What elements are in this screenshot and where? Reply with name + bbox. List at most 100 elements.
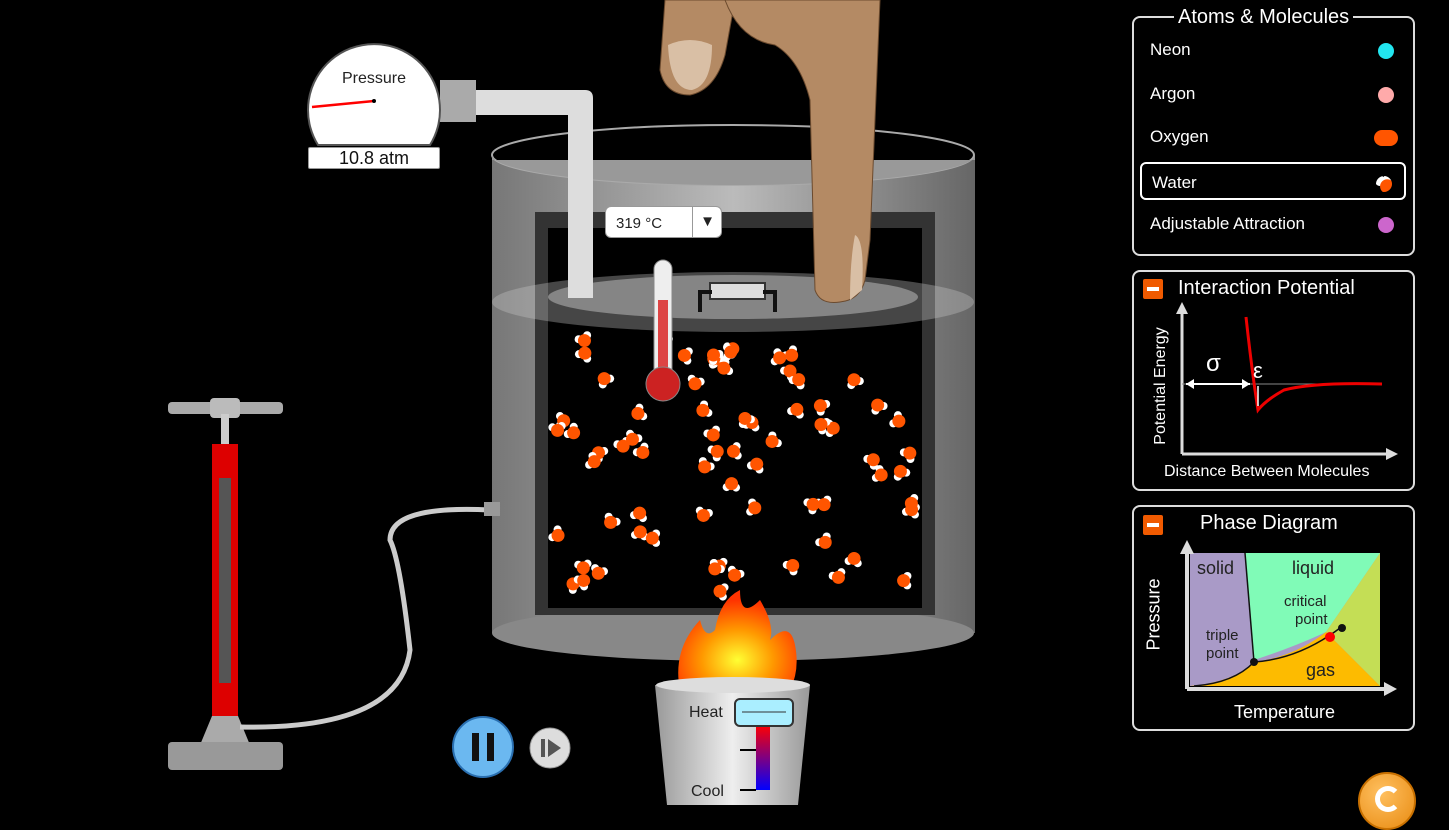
water-molecule <box>563 422 581 440</box>
water-molecule <box>782 558 800 576</box>
heat-cool-slider-thumb[interactable] <box>734 698 794 727</box>
water-molecule <box>625 429 643 446</box>
water-molecule <box>727 565 745 582</box>
water-molecule <box>629 506 647 523</box>
atom-label: Oxygen <box>1150 127 1209 146</box>
lid-handle-icon[interactable] <box>698 282 777 312</box>
phase-diagram <box>1180 540 1397 696</box>
pressure-gauge <box>307 43 441 146</box>
water-molecule <box>788 373 806 390</box>
container-lid[interactable] <box>492 272 974 332</box>
critical-point-label: point <box>1295 611 1328 628</box>
atom-option-oxygen[interactable]: Oxygen <box>1140 118 1406 156</box>
water-molecule <box>813 399 831 416</box>
atom-option-argon[interactable]: Argon <box>1140 75 1406 113</box>
panel-title: Interaction Potential <box>1178 277 1355 299</box>
potential-graph[interactable] <box>1134 272 1414 490</box>
epsilon-label: ε <box>1253 358 1263 383</box>
water-molecule <box>780 364 797 381</box>
water-molecule <box>574 331 592 348</box>
triple-point-label: point <box>1206 645 1239 662</box>
bicycle-pump[interactable] <box>168 398 500 770</box>
water-molecule <box>604 512 621 529</box>
water-molecule <box>573 573 591 591</box>
water-molecule <box>723 343 738 361</box>
pressure-pipe <box>470 90 593 298</box>
water-molecule <box>770 348 787 366</box>
simulation-scene <box>168 0 975 805</box>
phase-diagram-panel: Phase Diagram solid liquid critical poin… <box>1132 505 1415 731</box>
liquid-label: liquid <box>1292 558 1335 578</box>
water-molecule <box>591 564 608 580</box>
fire-icon <box>678 590 797 690</box>
water-molecule <box>574 346 592 363</box>
gauge-connector <box>440 80 476 122</box>
water-molecule <box>787 402 804 419</box>
burner <box>655 677 810 805</box>
temperature-units-dropdown[interactable]: 319 °C ▼ <box>605 206 722 238</box>
pause-button[interactable] <box>452 716 514 778</box>
water-molecule <box>901 503 919 519</box>
x-axis-label: Temperature <box>1234 702 1336 722</box>
water-molecule <box>803 497 820 515</box>
water-molecule <box>632 442 650 459</box>
water-molecule <box>863 453 880 470</box>
water-molecule <box>687 374 705 391</box>
water-molecule <box>844 551 862 568</box>
water-molecule <box>548 422 566 437</box>
atom-option-water[interactable]: Water <box>1140 161 1406 200</box>
water-molecule <box>708 558 725 576</box>
water-molecule <box>893 464 911 481</box>
finger-icon[interactable] <box>659 0 881 303</box>
atom-icon <box>1378 43 1394 59</box>
water-molecule <box>703 425 720 442</box>
water-molecule <box>746 457 764 474</box>
water-molecule <box>574 559 592 575</box>
y-axis-label: Pressure <box>1143 578 1164 651</box>
molecules <box>548 331 920 601</box>
atom-label: Water <box>1152 172 1197 192</box>
water-molecule <box>706 348 724 365</box>
atom-label: Neon <box>1150 40 1191 59</box>
solid-label: solid <box>1197 558 1235 578</box>
panel-title: Atoms & Molecules <box>1174 6 1354 29</box>
water-molecule <box>765 431 782 448</box>
dropdown-arrow-icon: ▼ <box>692 207 722 237</box>
critical-label: critical <box>1284 593 1327 610</box>
panel-title: Phase Diagram <box>1200 512 1338 534</box>
heat-label: Heat <box>689 704 723 721</box>
water-molecule <box>713 583 729 601</box>
reset-icon <box>1375 786 1401 812</box>
atom-label: Argon <box>1150 83 1196 103</box>
gauge-label: Pressure <box>341 70 407 87</box>
pressure-readout: 10.8 atm <box>308 147 440 169</box>
water-molecule <box>738 411 755 429</box>
atom-icon <box>1376 175 1392 192</box>
water-molecule <box>696 400 713 417</box>
collapse-icon[interactable] <box>1143 279 1163 299</box>
step-button[interactable] <box>529 727 571 769</box>
water-molecule <box>828 568 846 584</box>
water-molecule <box>698 457 715 474</box>
atom-icon <box>1378 86 1394 103</box>
atom-option-neon[interactable]: Neon <box>1140 31 1406 69</box>
water-molecule <box>897 571 912 590</box>
atom-icon <box>1374 130 1398 146</box>
water-molecule <box>645 529 661 547</box>
collapse-icon[interactable] <box>1143 515 1163 535</box>
y-axis-label: Potential Energy <box>1152 327 1169 445</box>
water-molecule <box>597 372 615 389</box>
water-molecule <box>871 465 888 482</box>
atom-option-adjustable-attraction[interactable]: Adjustable Attraction <box>1140 205 1406 243</box>
temperature-value: 319 °C <box>616 215 663 232</box>
interaction-potential-panel: Interaction Potential σ ε Potential Ener… <box>1132 270 1415 491</box>
reset-all-button[interactable] <box>1358 772 1416 830</box>
water-molecule <box>585 451 601 469</box>
water-molecule <box>746 498 762 516</box>
sigma-label: σ <box>1206 350 1221 377</box>
triple-label: triple <box>1206 627 1239 644</box>
water-molecule <box>722 477 741 492</box>
atom-label: Adjustable Attraction <box>1150 214 1305 233</box>
water-molecule <box>726 442 742 460</box>
